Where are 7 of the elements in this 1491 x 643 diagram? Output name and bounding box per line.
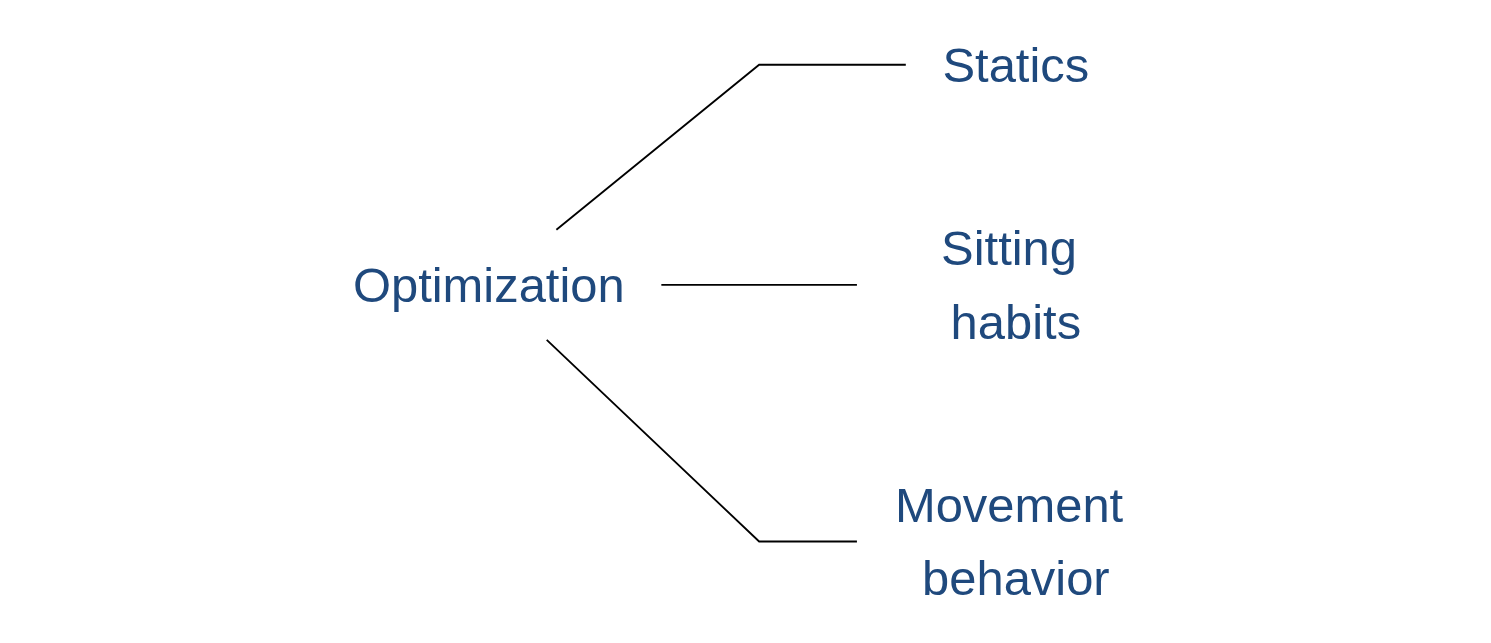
connector (545, 338, 858, 543)
node-text: Movement behavior (894, 477, 1124, 606)
node-text: Optimization (352, 257, 625, 312)
connector (555, 63, 907, 231)
node-text: Statics (942, 37, 1090, 92)
node-text: Sitting habits (941, 221, 1082, 349)
connector (660, 283, 858, 286)
